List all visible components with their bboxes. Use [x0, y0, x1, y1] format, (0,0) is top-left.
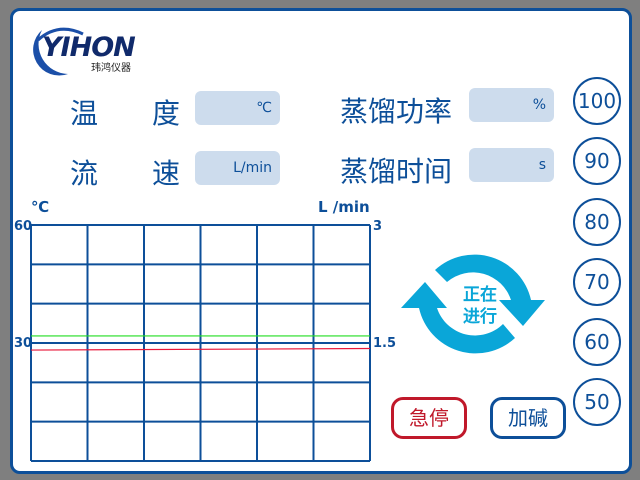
- flow-field[interactable]: L/min: [195, 151, 280, 185]
- logo: YIHON 玮鸿仪器: [28, 22, 143, 77]
- logo-sub: 玮鸿仪器: [91, 63, 131, 74]
- main-panel: [10, 8, 632, 474]
- left-tick-30: 30: [14, 336, 33, 351]
- flow-label-b: 速: [152, 157, 181, 190]
- left-tick-60: 60: [14, 219, 33, 234]
- left-axis-label: ℃: [31, 198, 50, 216]
- right-tick-1.5: 1.5: [373, 336, 397, 351]
- power-preset-50[interactable]: 50: [573, 378, 621, 426]
- time-label: 蒸馏时间: [340, 155, 453, 188]
- power-label: 蒸馏功率: [340, 95, 453, 128]
- status-line1: 正在: [463, 285, 497, 305]
- temperature-label-b: 度: [152, 97, 181, 130]
- power-field[interactable]: %: [469, 88, 554, 122]
- power-preset-90[interactable]: 90: [573, 137, 621, 185]
- status-line2: 进行: [463, 307, 497, 327]
- logo-swoosh-icon: [33, 27, 84, 76]
- right-axis-label: L /min: [318, 198, 370, 216]
- flow-label-a: 流: [70, 157, 99, 190]
- power-preset-100[interactable]: 100: [573, 77, 621, 125]
- add-alkali-button[interactable]: 加碱: [490, 397, 566, 439]
- logo-brand: YIHON: [42, 32, 136, 63]
- right-tick-3: 3: [373, 219, 383, 234]
- temperature-label-a: 温: [70, 97, 99, 130]
- series-flow: [30, 347, 371, 351]
- running-refresh-icon: [401, 254, 545, 354]
- temperature-field[interactable]: ℃: [195, 91, 280, 125]
- time-field[interactable]: s: [469, 148, 554, 182]
- power-preset-80[interactable]: 80: [573, 198, 621, 246]
- power-preset-60[interactable]: 60: [573, 318, 621, 366]
- power-preset-70[interactable]: 70: [573, 258, 621, 306]
- emergency-stop-button[interactable]: 急停: [391, 397, 467, 439]
